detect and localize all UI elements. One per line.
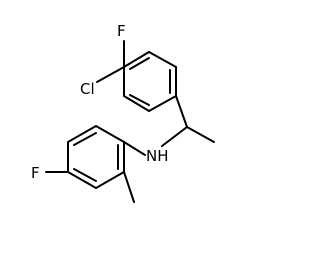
ethyl-linker (161, 95, 215, 147)
atom-chlorine: Cl (80, 80, 95, 98)
ring-b-bond-8 (95, 171, 125, 189)
ring-b-bond-methyl (123, 171, 135, 203)
ring-b-bond-4-double (73, 132, 97, 146)
molecule-structure: F Cl NH F (31, 22, 215, 203)
ring-a-bond-6 (148, 95, 177, 112)
linker-bond-ring-ch (175, 95, 188, 128)
ring-a-bond-10 (123, 51, 150, 68)
atom-amine: NH (146, 147, 169, 165)
ring-a-bond-11-double (129, 57, 150, 70)
linker-bond-ch-methyl (186, 126, 215, 143)
ring-b-bond-2 (95, 125, 125, 143)
linker-bond-ch-nh (161, 126, 188, 147)
ring-b-bond-6 (67, 171, 97, 189)
ring-a-bond-2 (96, 66, 125, 83)
atom-fluorine-left: F (31, 164, 40, 182)
ring-a-bond-9 (148, 51, 177, 68)
ring-b-bond-3 (67, 125, 97, 143)
atom-fluorine-top: F (117, 22, 126, 40)
ring-b-bond-1 (123, 141, 146, 156)
ring-a-bond-5-double (129, 94, 150, 106)
ring-b-bond-7-double (73, 168, 97, 182)
ring-a-bond-4 (123, 95, 150, 112)
lower-aromatic-ring (45, 125, 146, 203)
upper-aromatic-ring (96, 40, 177, 112)
